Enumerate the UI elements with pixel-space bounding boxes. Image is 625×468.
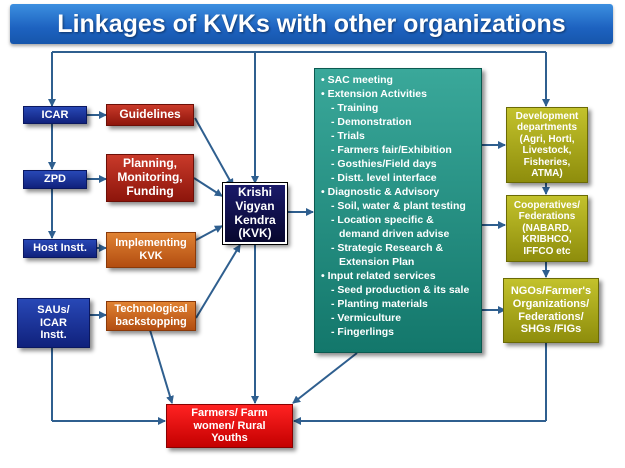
cooperatives-label-line-4: KRIBHCO, bbox=[522, 234, 572, 246]
technological-label-line-2: backstopping bbox=[115, 316, 187, 328]
training-item: Training bbox=[321, 101, 475, 115]
diagnostic-advisory-heading: Diagnostic & Advisory bbox=[321, 185, 475, 199]
fingerlings-item: Fingerlings bbox=[321, 325, 475, 339]
development-label-line-5: Fisheries, bbox=[523, 156, 571, 168]
ngos-label-line-4: SHGs /FIGs bbox=[520, 323, 582, 336]
ngos-label-line-3: Federations/ bbox=[518, 310, 584, 323]
seed-production-item: Seed production & its sale bbox=[321, 283, 475, 297]
technological-box: Technological backstopping bbox=[106, 301, 196, 331]
strategic-research-item: Strategic Research & bbox=[321, 241, 475, 255]
cooperatives-label-line-5: IFFCO etc bbox=[523, 245, 571, 257]
development-label-line-4: Livestock, bbox=[522, 145, 572, 156]
ngos-box: NGOs/Farmer's Organizations/ Federations… bbox=[503, 278, 599, 343]
planning-label-line-1: Planning, bbox=[123, 156, 177, 171]
trials-item: Trials bbox=[321, 129, 475, 143]
development-departments-box: Development departments (Agri, Horti, Li… bbox=[506, 107, 588, 183]
farmers-box: Farmers/ Farm women/ Rural Youths bbox=[166, 404, 293, 448]
cooperatives-label-line-3: (NABARD, bbox=[522, 222, 572, 234]
ngos-label-line-1: NGOs/Farmer's bbox=[510, 285, 592, 298]
demonstration-item: Demonstration bbox=[321, 115, 475, 129]
farmers-label-line-3: Youths bbox=[211, 432, 248, 445]
soil-testing-item: Soil, water & plant testing bbox=[321, 199, 475, 213]
ngos-label-line-2: Organizations/ bbox=[512, 297, 590, 310]
activities-panel: SAC meeting Extension Activities Trainin… bbox=[314, 68, 482, 353]
kvk-box: Krishi Vigyan Kendra (KVK) bbox=[222, 182, 288, 245]
kvk-label-line-2: Vigyan bbox=[235, 198, 275, 213]
implementing-box: Implementing KVK bbox=[106, 232, 196, 268]
activities-list: SAC meeting Extension Activities Trainin… bbox=[321, 73, 475, 339]
connector-technological-kvk bbox=[195, 244, 241, 319]
planting-materials-item: Planting materials bbox=[321, 297, 475, 311]
planning-label-line-3: Funding bbox=[126, 183, 174, 198]
zpd-label: ZPD bbox=[44, 173, 66, 186]
host-institute-box: Host Instt. bbox=[23, 239, 97, 258]
location-specific-item-continued: demand driven advise bbox=[339, 228, 450, 240]
development-label-line-1: Development bbox=[515, 110, 579, 122]
location-specific-item: Location specific & bbox=[321, 213, 475, 227]
gosthies-item: Gosthies/Field days bbox=[321, 157, 475, 171]
district-interface-item: Distt. level interface bbox=[321, 171, 475, 185]
saus-label-line-3: Instt. bbox=[40, 329, 67, 342]
kvk-label-line-3: Kendra bbox=[234, 212, 276, 227]
guidelines-box: Guidelines bbox=[106, 104, 194, 126]
input-services-heading: Input related services bbox=[321, 269, 475, 283]
extension-activities-heading: Extension Activities bbox=[321, 87, 475, 101]
farmers-label-line-2: women/ Rural bbox=[193, 419, 266, 432]
saus-icar-box: SAUs/ ICAR Instt. bbox=[17, 298, 90, 348]
farmers-fair-item: Farmers fair/Exhibition bbox=[321, 143, 475, 157]
connector-planning-kvk bbox=[193, 177, 223, 197]
implementing-label-line-2: KVK bbox=[139, 250, 163, 262]
planning-box: Planning, Monitoring, Funding bbox=[106, 154, 194, 202]
development-label-line-6: ATMA) bbox=[531, 168, 563, 179]
kvk-label-line-4: (KVK) bbox=[238, 226, 272, 241]
cooperatives-label-line-1: Cooperatives/ bbox=[513, 199, 581, 211]
host-institute-label: Host Instt. bbox=[33, 242, 87, 255]
vermiculture-item: Vermiculture bbox=[321, 311, 475, 325]
icar-box: ICAR bbox=[23, 106, 87, 124]
icar-label: ICAR bbox=[41, 108, 69, 121]
cooperatives-box: Cooperatives/ Federations (NABARD, KRIBH… bbox=[506, 195, 588, 262]
cooperatives-label-line-2: Federations bbox=[518, 211, 576, 223]
saus-label-line-2: ICAR bbox=[40, 316, 67, 329]
development-label-line-3: (Agri, Horti, bbox=[519, 133, 575, 145]
strategic-research-item-continued: Extension Plan bbox=[339, 256, 415, 268]
connector-technological-farmers bbox=[149, 329, 174, 404]
planning-label-line-2: Monitoring, bbox=[117, 170, 183, 185]
page-title: Linkages of KVKs with other organization… bbox=[57, 10, 566, 38]
connector-implementing-kvk bbox=[195, 225, 223, 241]
implementing-label-line-1: Implementing bbox=[115, 237, 187, 250]
technological-label-line-1: Technological bbox=[114, 303, 188, 316]
zpd-box: ZPD bbox=[23, 170, 87, 189]
connector-activities-farmers bbox=[292, 352, 358, 404]
saus-label-line-1: SAUs/ bbox=[37, 304, 70, 317]
title-bar: Linkages of KVKs with other organization… bbox=[10, 4, 613, 44]
sac-meeting-item: SAC meeting bbox=[321, 73, 475, 87]
connector-guidelines-kvk bbox=[194, 117, 234, 187]
farmers-label-line-1: Farmers/ Farm bbox=[191, 407, 268, 420]
guidelines-label: Guidelines bbox=[119, 107, 181, 122]
kvk-label-line-1: Krishi bbox=[237, 184, 272, 199]
development-label-line-2: departments bbox=[516, 122, 577, 133]
